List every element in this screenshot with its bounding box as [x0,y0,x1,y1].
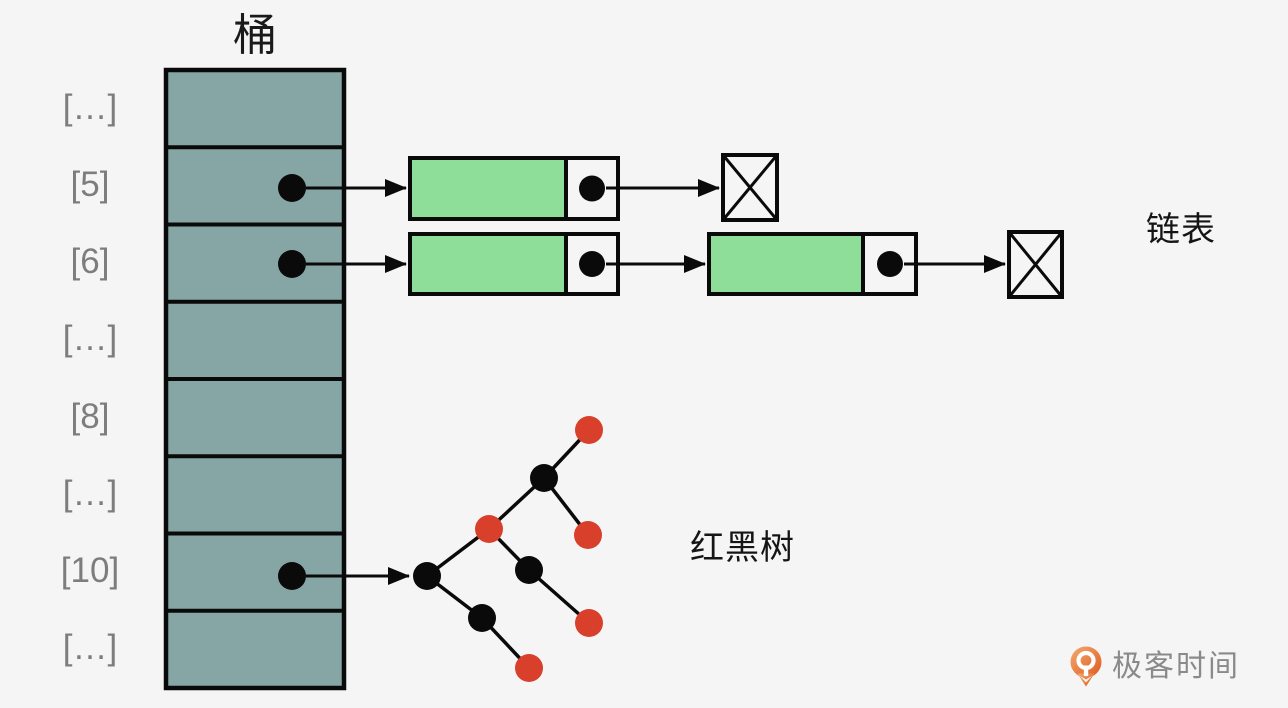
bucket-index-label: […] [62,319,118,358]
tree-node-red [575,609,603,637]
tree-node-red [574,521,602,549]
tree-node-black [468,604,496,632]
geektime-logo-icon [1070,646,1102,687]
tree-node-black [530,464,558,492]
logo-text: 极客时间 [1112,650,1240,683]
bucket-index-label: [5] [70,165,110,204]
bucket-array [163,67,347,691]
geektime-logo: 极客时间 [1070,646,1240,688]
bucket-pointer-dot-5 [278,174,306,202]
list-node-data [408,232,568,296]
null-terminator-icon [1007,230,1064,299]
tree-node-red [575,416,603,444]
linked-list-bucket-5 [306,153,779,222]
tree-node-black [515,556,543,584]
bucket-pointer-dot-6 [278,250,306,278]
bucket-index-label: […] [62,474,118,513]
bucket-index-label: […] [62,628,118,667]
tree-node-red [515,654,543,682]
bucket-title: 桶 [233,11,277,60]
red-black-tree-label: 红黑树 [690,529,795,567]
bucket-index-label: [6] [70,242,110,281]
bucket-pointer-dot-10 [278,562,306,590]
null-cross-line [721,154,779,221]
tree-node-black-root [413,562,441,590]
next-pointer-dot [877,251,903,277]
null-terminator-icon [721,153,779,222]
linked-list-bucket-6 [306,230,1064,299]
next-pointer-dot [579,175,605,202]
bucket-index-label: [8] [70,397,110,436]
list-node-data [707,232,865,296]
red-black-tree [306,416,603,682]
next-pointer-dot [579,251,605,277]
null-cross-line [1007,231,1064,298]
bucket-index-label: […] [62,88,118,127]
tree-node-red [475,515,503,543]
bucket-index-label: [10] [60,551,120,590]
list-node-data [408,156,568,221]
linked-list-label: 链表 [1146,211,1216,249]
